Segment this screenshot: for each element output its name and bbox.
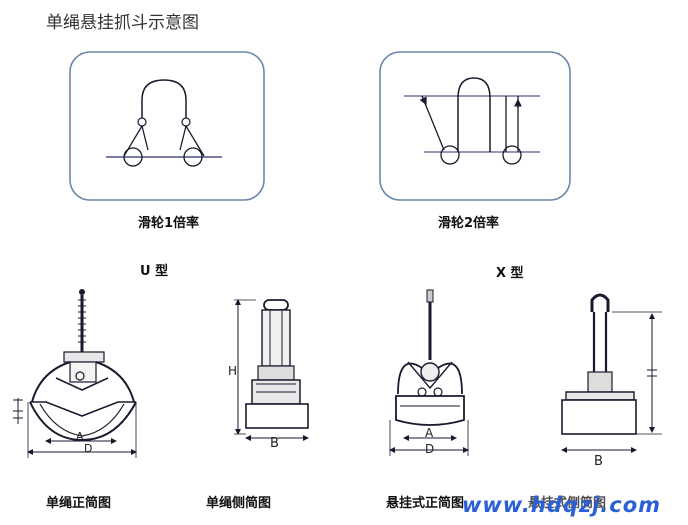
x-front-dim-a: A [425,426,434,440]
page-title: 单绳悬挂抓斗示意图 [46,13,199,33]
x-type-label: X 型 [496,266,524,281]
u-front-view [13,289,137,458]
small-pulley-left [137,117,147,127]
pulley-2x-caption: 滑轮2倍率 [438,216,500,231]
pulley-1x-panel [69,51,265,201]
pulley-1x-caption: 滑轮1倍率 [138,216,200,231]
pulley-right [183,147,203,167]
x-front-view [389,289,469,456]
rope-loop [141,79,187,118]
u-front-dim-d: D [84,442,93,455]
u-front-dim-a: A [76,430,84,443]
x-front-caption: 悬挂式正简图 [386,496,465,511]
site-watermark: www.hdqzj.com [462,493,662,517]
u-side-view [234,299,309,441]
u-side-dim-b: B [270,436,279,451]
u-side-dim-h: H [228,364,238,378]
u-type-label: U 型 [140,264,169,279]
x-front-dim-d: D [425,442,435,456]
x-side-caption: 悬挂式侧简图 [528,496,607,511]
pulley-left [123,147,143,167]
x-side-view [561,293,662,453]
u-side-caption: 单绳侧简图 [206,496,272,511]
pulley-2x-panel [379,51,571,201]
u-front-caption: 单绳正简图 [46,496,112,511]
small-pulley-right [181,117,191,127]
x-side-dim-b: B [594,454,603,469]
